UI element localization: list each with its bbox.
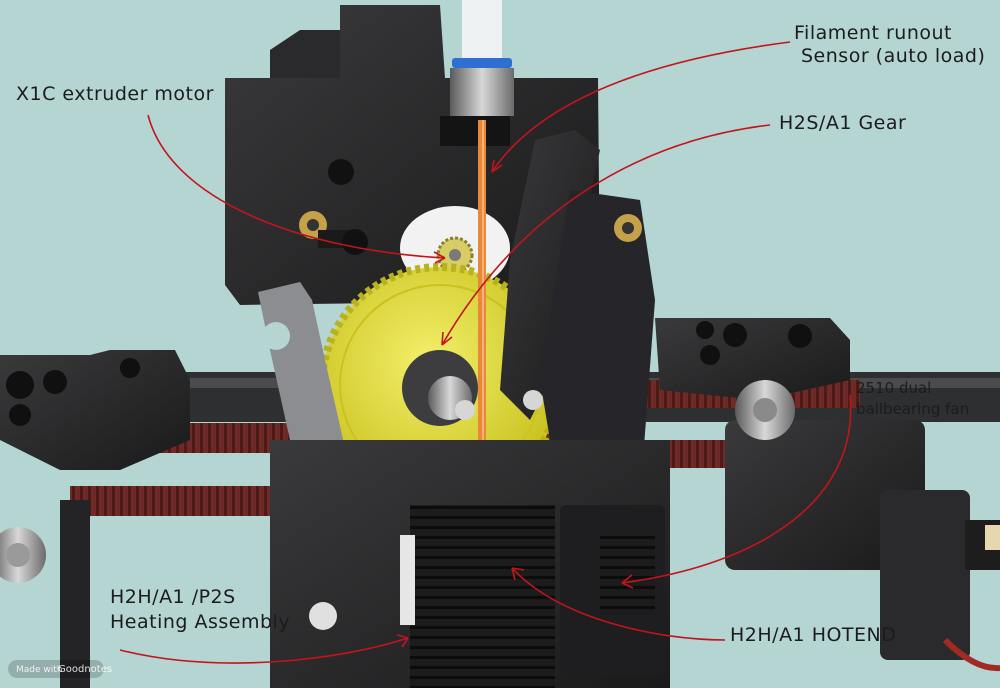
watermark-brand: Goodnotes (58, 664, 112, 675)
arrow-gear (441, 124, 771, 346)
label-filament-runout-2: Sensor (auto load) (801, 45, 985, 67)
label-heating-2: Heating Assembly (110, 611, 290, 633)
label-x1c-motor: X1C extruder motor (16, 83, 214, 105)
arrow-fan (621, 394, 852, 584)
arrow-hotend (511, 567, 726, 641)
right-carriage (655, 318, 1000, 672)
left-carriage (0, 350, 190, 688)
arrow-filament-sensor (491, 41, 791, 173)
label-filament-runout-1: Filament runout (794, 22, 952, 44)
watermark-prefix: Made with (16, 665, 63, 675)
arrow-x1c-motor (147, 114, 446, 259)
label-fan-2: ballbearing fan (856, 400, 969, 418)
label-heating-1: H2H/A1 /P2S (110, 586, 236, 608)
toolhead-body (270, 440, 670, 688)
arrow-heating (119, 637, 409, 664)
label-hotend: H2H/A1 HOTEND (730, 624, 896, 646)
filament-path (440, 0, 514, 520)
label-gear: H2S/A1 Gear (779, 112, 906, 134)
annotation-arrows (119, 41, 852, 664)
tension-lever (500, 130, 655, 500)
goodnotes-watermark: Made with Goodnotes (8, 660, 112, 678)
label-fan-1: 2510 dual (856, 379, 931, 397)
